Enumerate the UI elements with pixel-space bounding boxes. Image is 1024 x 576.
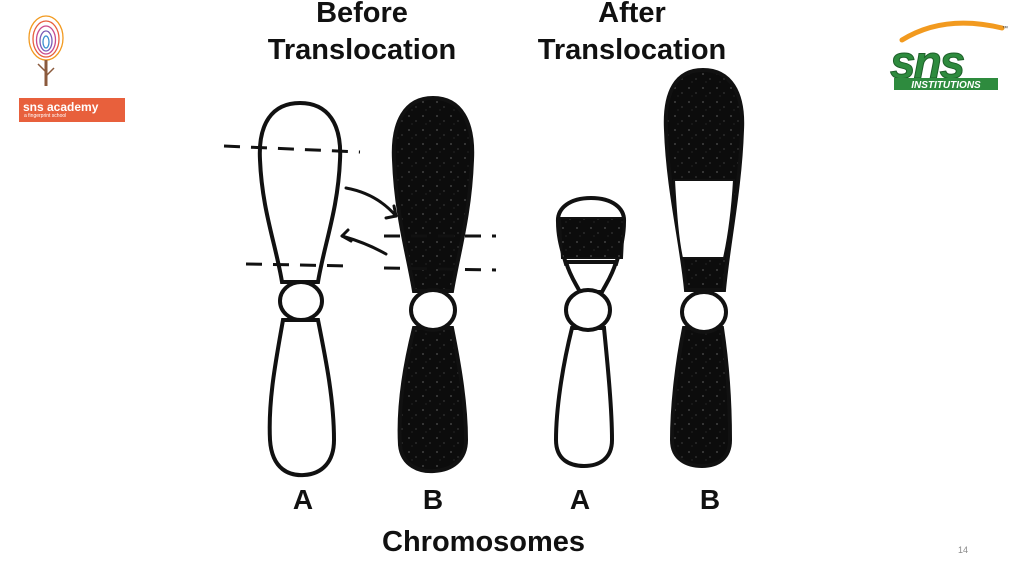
heading-after-line2: Translocation <box>537 34 727 66</box>
chromosome-a-before-centromere <box>278 280 324 322</box>
chromosome-a-after-lower-arm <box>553 326 615 469</box>
chromosome-b-after-centromere <box>680 290 728 334</box>
chromosome-label: B <box>422 484 444 515</box>
break-lines <box>223 144 497 272</box>
chromosome-b-before-upper-arm <box>391 95 475 293</box>
chromosome-a-after-translocated-band <box>558 217 626 259</box>
sns-academy-logo: sns academy a fingerprint school <box>16 12 125 122</box>
break-line-b-lower <box>383 266 497 272</box>
sns-academy-wordmark: sns academy a fingerprint school <box>19 98 125 122</box>
chromosome-a-after-upper-stalk <box>563 260 619 294</box>
arrow-a-to-b-head <box>384 204 398 220</box>
chromosome-label: A <box>292 484 314 515</box>
heading-after-line1: After <box>598 0 666 29</box>
heading-after-translocation: After Translocation <box>514 0 750 69</box>
break-line-a-upper <box>223 144 361 154</box>
chromosomes-caption: Chromosomes <box>382 526 586 558</box>
chromosome-b-after <box>663 67 745 469</box>
arrow-a-to-b <box>344 186 398 218</box>
chromosome-a-before-upper-arm <box>257 100 343 284</box>
heading-before-line2: Translocation <box>267 34 457 66</box>
sns-institutions-logo-mark: sns INSTITUTIONS ™ <box>890 20 1008 91</box>
svg-text:INSTITUTIONS: INSTITUTIONS <box>911 80 981 91</box>
chromosome-a-after-centromere <box>564 288 612 332</box>
chromosome-b-after-lower-arm <box>669 326 733 469</box>
sns-institutions-logo: sns INSTITUTIONS ™ <box>884 20 1010 94</box>
chromosome-a-before-lower-arm <box>267 318 337 478</box>
chromosome-b-before-centromere <box>409 288 457 332</box>
exchange-arrows <box>340 186 398 256</box>
break-line-a-lower <box>245 262 353 268</box>
arrow-b-to-a-head <box>340 228 353 243</box>
heading-before-translocation: Before Translocation <box>244 0 480 69</box>
chromosome-a-before <box>257 100 343 478</box>
chromosome-label: A <box>569 484 591 515</box>
fingerprint-tree-icon <box>28 15 64 86</box>
chromosome-b-after-white-band <box>672 179 736 259</box>
page-number: 14 <box>958 545 969 555</box>
chromosome-label: B <box>699 484 721 515</box>
logo-tagline: a fingerprint school <box>24 113 67 119</box>
heading-before-line1: Before <box>316 0 408 29</box>
chromosome-a-after <box>553 195 627 469</box>
svg-text:™: ™ <box>1002 25 1008 32</box>
logo-name: sns academy <box>23 100 99 114</box>
chromosome-b-before <box>391 95 475 474</box>
chromosome-b-before-lower-arm <box>397 326 469 474</box>
